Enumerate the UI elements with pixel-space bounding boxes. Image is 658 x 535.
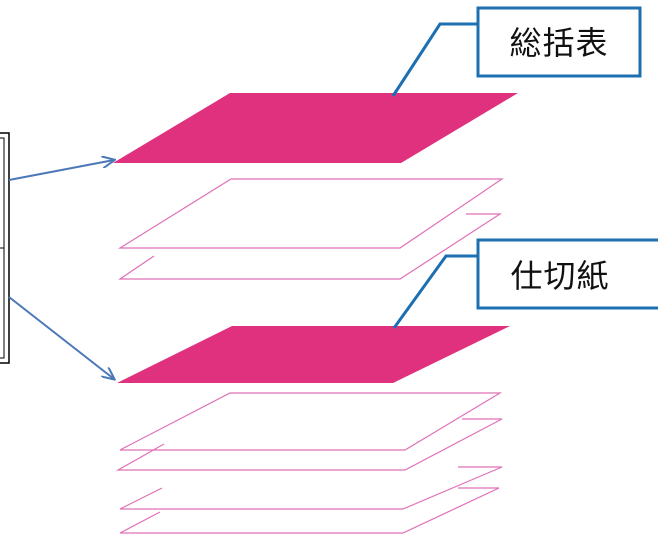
- summary-sheet: [113, 93, 518, 163]
- arrow-to-summary-sheet: [8, 160, 114, 181]
- divider-callout: 仕切紙: [392, 238, 658, 329]
- outline-sheet: [119, 487, 500, 534]
- outline-sheet: [117, 178, 504, 249]
- summary-callout-leader: [391, 22, 477, 97]
- summary-callout-label: 総括表: [509, 24, 608, 62]
- divider-callout-leader: [392, 254, 477, 329]
- outline-sheet: [115, 418, 503, 471]
- outline-sheet: [119, 466, 503, 510]
- summary-callout: 総括表: [391, 6, 642, 97]
- divider-callout-box: [476, 238, 658, 310]
- arrow-to-divider-sheet: [8, 296, 114, 379]
- divider-sheet: [117, 326, 510, 383]
- outline-sheet: [118, 213, 503, 280]
- sheet-stack-2: [115, 392, 503, 534]
- sheet-stack-1: [117, 178, 504, 280]
- summary-callout-box: [476, 6, 642, 78]
- divider-callout-label: 仕切紙: [510, 257, 609, 295]
- left-source-box: [0, 132, 10, 364]
- outline-sheet: [119, 392, 503, 451]
